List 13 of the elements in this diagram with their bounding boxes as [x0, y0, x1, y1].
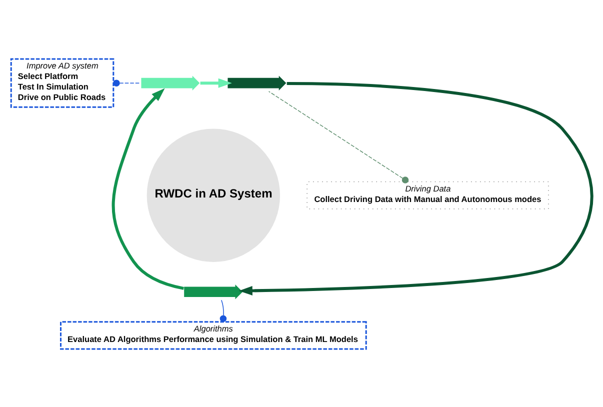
node-box: Improve AD system Select Platform Test In Simulation Drive on Public Roads — [10, 58, 114, 108]
node-circle: RWDC in AD System — [146, 128, 280, 262]
arrow — [200, 78, 232, 88]
arrow — [112, 88, 184, 290]
connector — [220, 299, 227, 322]
arrow — [238, 82, 594, 295]
node-arc — [226, 73, 288, 92]
node-box: Driving Data Collect Driving Data with Manual and Autonomous modes — [306, 180, 549, 209]
node-box: Algorithms Evaluate AD Algorithms Performance using Simulation & Train ML Models — [60, 320, 367, 350]
node-arc — [140, 73, 201, 92]
connector — [268, 90, 409, 183]
connector — [113, 79, 142, 86]
node-arc — [183, 282, 244, 300]
